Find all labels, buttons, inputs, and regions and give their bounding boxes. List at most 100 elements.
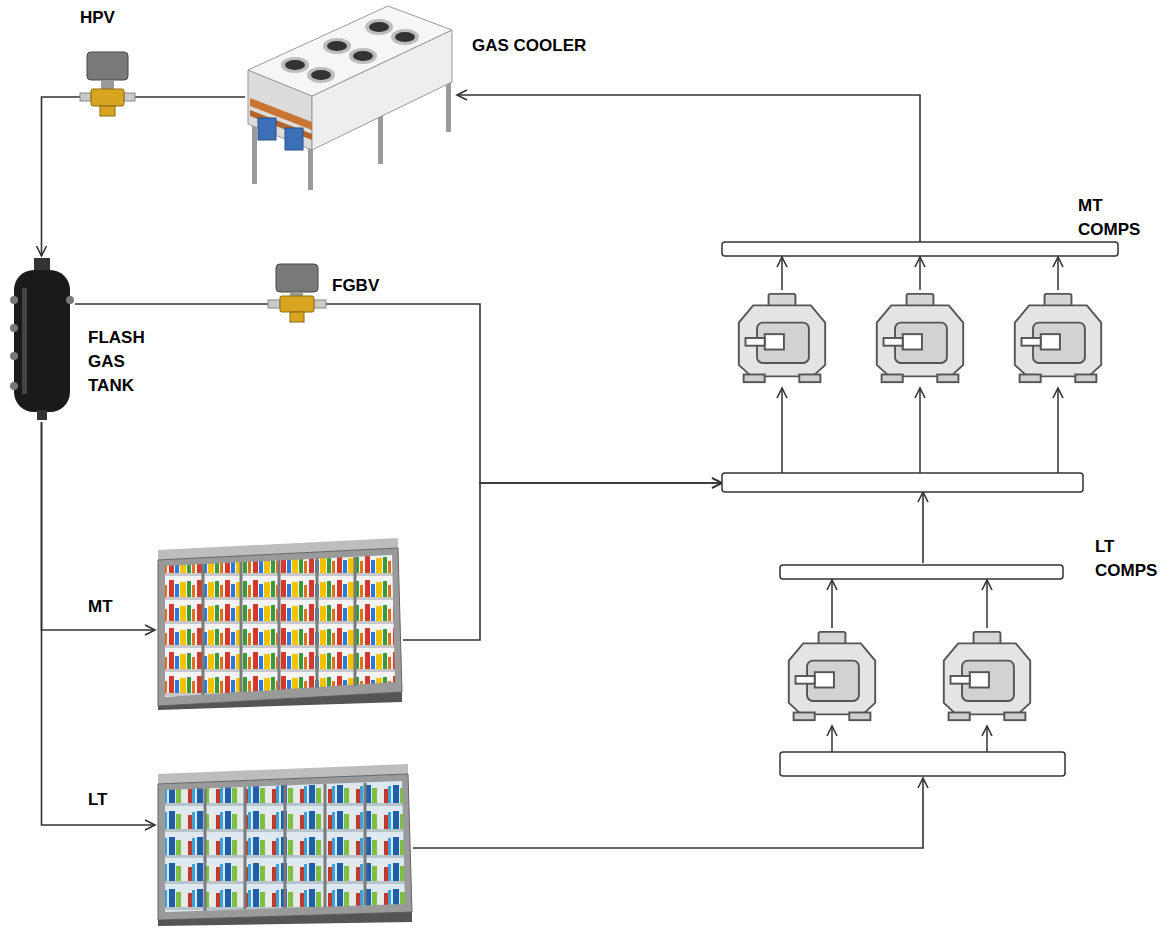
door-frame — [204, 789, 207, 911]
valve-body — [280, 296, 314, 312]
fan — [353, 51, 373, 61]
gas-cooler-illustration — [248, 6, 452, 190]
fan — [311, 70, 331, 80]
case-products — [165, 555, 395, 697]
fan-housing — [391, 29, 419, 45]
valve-nut — [100, 106, 115, 116]
component-label: GAS COOLER — [472, 34, 586, 58]
pipe-connector — [403, 483, 722, 640]
pipe-connector — [413, 778, 923, 848]
case-products — [165, 781, 405, 912]
compressor-symbol — [739, 294, 825, 382]
fan-housing — [281, 57, 309, 73]
leg — [378, 112, 383, 164]
tank-port — [10, 296, 18, 304]
leg — [252, 118, 257, 184]
discharge-header — [722, 242, 1118, 256]
pipe-connector — [130, 96, 245, 98]
compressor-rack-node: MT COMPS — [722, 242, 1118, 492]
leg — [446, 78, 451, 132]
control-panel — [285, 128, 303, 150]
tank-node: FLASH GAS TANK — [8, 256, 75, 422]
compressor-rack-node: LT COMPS — [778, 563, 1068, 778]
component-label: FGBV — [332, 274, 379, 298]
door-frame — [244, 787, 247, 909]
display-case-node: MT — [155, 545, 403, 710]
door-frame — [278, 560, 281, 690]
component-label: FLASH GAS TANK — [88, 326, 145, 398]
door-frame — [354, 557, 357, 686]
discharge-header — [780, 565, 1063, 579]
flow-arrow — [919, 257, 921, 290]
compressor-symbol — [1015, 294, 1101, 382]
compressor-rack — [722, 242, 1118, 492]
fan-housing — [365, 19, 393, 35]
valve-actuator — [87, 52, 128, 80]
flow-arrow — [781, 257, 783, 290]
component-label: MT — [88, 595, 113, 619]
leg — [308, 146, 313, 190]
valve-body — [91, 89, 124, 106]
fan — [285, 60, 305, 70]
flow-arrow — [781, 388, 783, 473]
fan-housing — [307, 67, 335, 83]
flow-arrow — [919, 388, 921, 473]
case-frame — [158, 548, 402, 706]
flow-arrow — [1057, 388, 1059, 473]
pipe-stub — [268, 300, 280, 308]
component-label: LT — [88, 788, 108, 812]
pipe-connector — [75, 303, 272, 305]
valve-neck — [101, 80, 114, 89]
component-label: LT COMPS — [1095, 535, 1157, 583]
door-frame — [316, 558, 319, 688]
flow-arrow — [986, 726, 988, 752]
valve-node: HPV — [85, 50, 130, 120]
pipe-stub — [80, 93, 91, 101]
door-frame — [324, 784, 327, 907]
suction-header — [722, 473, 1083, 492]
door-frame — [202, 564, 205, 695]
pipe-stub — [314, 300, 326, 308]
gas-cooler-node: GAS COOLER — [245, 0, 457, 192]
valve-actuator — [276, 264, 318, 292]
valve-symbol — [80, 52, 135, 116]
pipe-connector — [42, 422, 156, 630]
door-frame — [364, 783, 367, 905]
pipe-connector — [922, 492, 924, 563]
pipe-connector — [42, 97, 86, 256]
fan — [327, 41, 347, 51]
component-label: MT COMPS — [1078, 194, 1140, 242]
tank-port — [66, 296, 74, 304]
pipe-connector — [322, 304, 722, 483]
flow-arrow — [1057, 257, 1059, 290]
fan — [395, 32, 415, 42]
valve-symbol — [268, 264, 326, 322]
door-frame — [240, 562, 243, 692]
flow-arrow — [831, 726, 833, 752]
component-label: HPV — [80, 6, 115, 30]
case-base — [158, 912, 412, 926]
fan-housing — [323, 38, 351, 54]
pipe-stub — [124, 93, 135, 101]
tank-port — [10, 324, 18, 332]
door-frame — [284, 786, 287, 908]
display-case-illustration — [158, 538, 402, 710]
tank-outlet — [37, 410, 47, 420]
compressor-symbol — [789, 632, 875, 720]
valve-nut — [290, 312, 304, 322]
tank-body — [14, 270, 70, 412]
flow-arrow — [986, 580, 988, 628]
tank-port — [10, 352, 18, 360]
control-panel — [258, 118, 276, 140]
compressor-symbol — [944, 632, 1030, 720]
valve-node: FGBV — [272, 262, 322, 324]
display-case-node: LT — [155, 768, 413, 926]
top-face — [248, 6, 452, 96]
compressor-symbol — [877, 294, 963, 382]
flow-arrow — [831, 580, 833, 628]
suction-header — [780, 752, 1065, 776]
fan — [369, 22, 389, 32]
case-frame — [158, 774, 412, 920]
